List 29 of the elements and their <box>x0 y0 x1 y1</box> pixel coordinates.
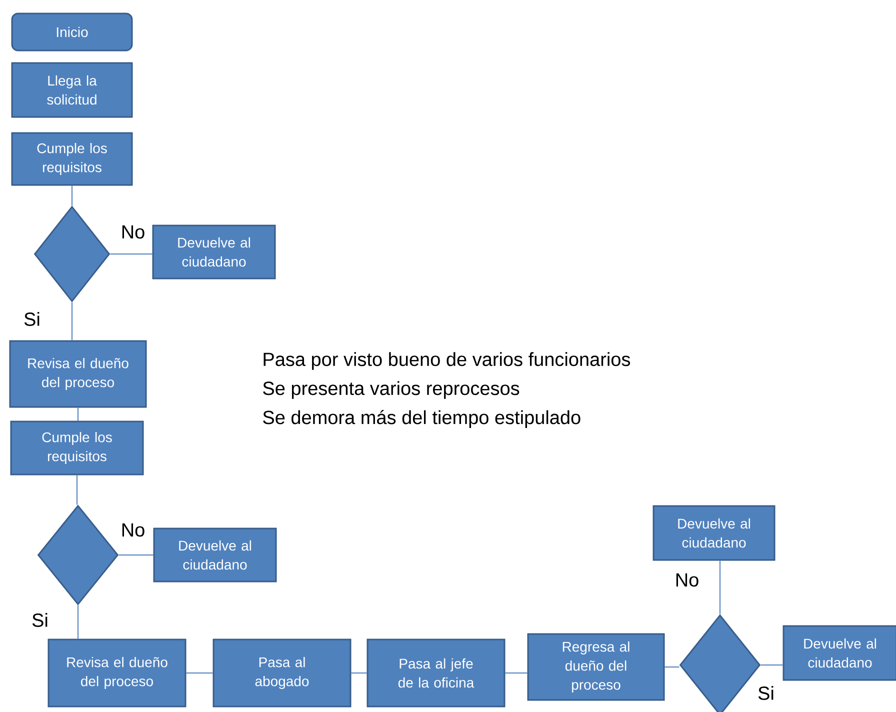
connector-line <box>760 664 784 666</box>
connector-line <box>664 666 680 668</box>
process-box: Revisa el dueño del proceso <box>9 340 147 408</box>
process-box: Devuelve al ciudadano <box>782 625 896 681</box>
connector-line <box>76 474 78 506</box>
connector-line <box>186 672 214 674</box>
process-box: Llega la solicitud <box>11 62 133 118</box>
process-box: Cumple los requisitos <box>10 420 144 476</box>
process-box: Devuelve al ciudadano <box>152 224 276 280</box>
edge-label: No <box>120 522 146 538</box>
edge-label: Si <box>30 612 50 628</box>
edge-label: Si <box>756 685 776 701</box>
edge-label: Si <box>22 311 42 327</box>
process-box: Pasa al jefe de la oficina <box>366 638 506 708</box>
edge-label: No <box>120 224 146 240</box>
process-box: Pasa al abogado <box>212 638 352 708</box>
process-box: Revisa el dueño del proceso <box>48 638 186 708</box>
process-box: Regresa al dueño del proceso <box>527 633 665 701</box>
connector-line <box>350 672 368 674</box>
process-box: Devuelve al ciudadano <box>153 528 277 582</box>
note-text: Se presenta varios reprocesos <box>263 381 520 399</box>
start-box: Inicio <box>11 12 133 52</box>
connector-line <box>504 672 528 674</box>
note-text: Pasa por visto bueno de varios funcionarios <box>264 352 630 370</box>
connector-line <box>118 554 154 556</box>
note-text: Se demora más del tiempo estipulado <box>263 410 580 428</box>
edge-label: No <box>674 572 700 588</box>
process-box: Devuelve al ciudadano <box>652 505 776 561</box>
process-box: Cumple los requisitos <box>11 132 133 186</box>
